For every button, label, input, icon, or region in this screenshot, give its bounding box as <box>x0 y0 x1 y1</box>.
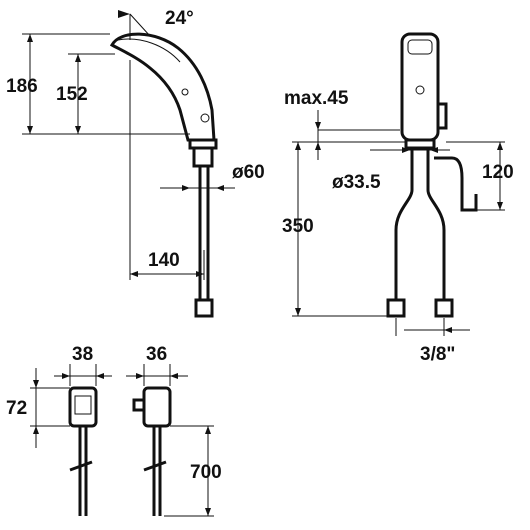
box2-width-label: 36 <box>146 344 167 365</box>
faucet-side-view: 24° 186 152 ø60 140 <box>6 8 265 318</box>
lever-height-label: 120 <box>482 162 514 183</box>
reach-label: 140 <box>148 250 180 271</box>
angle-label: 24° <box>165 8 194 29</box>
height-spout-label: 152 <box>56 84 88 105</box>
box1-width-label: 38 <box>72 344 93 365</box>
max-thickness-label: max.45 <box>284 88 349 109</box>
hose-length-label: 350 <box>282 216 314 237</box>
connection-label: 3/8" <box>420 344 455 365</box>
hole-diameter-label: ø33.5 <box>332 172 381 193</box>
box-height-label: 72 <box>6 398 27 419</box>
height-total-label: 186 <box>6 76 38 97</box>
cable-length-label: 700 <box>190 462 222 483</box>
faucet-front-view: max.45 ø33.5 350 120 3/8" <box>282 32 514 365</box>
control-box-view: 38 36 72 700 <box>6 344 222 517</box>
diameter-base-label: ø60 <box>232 162 265 183</box>
